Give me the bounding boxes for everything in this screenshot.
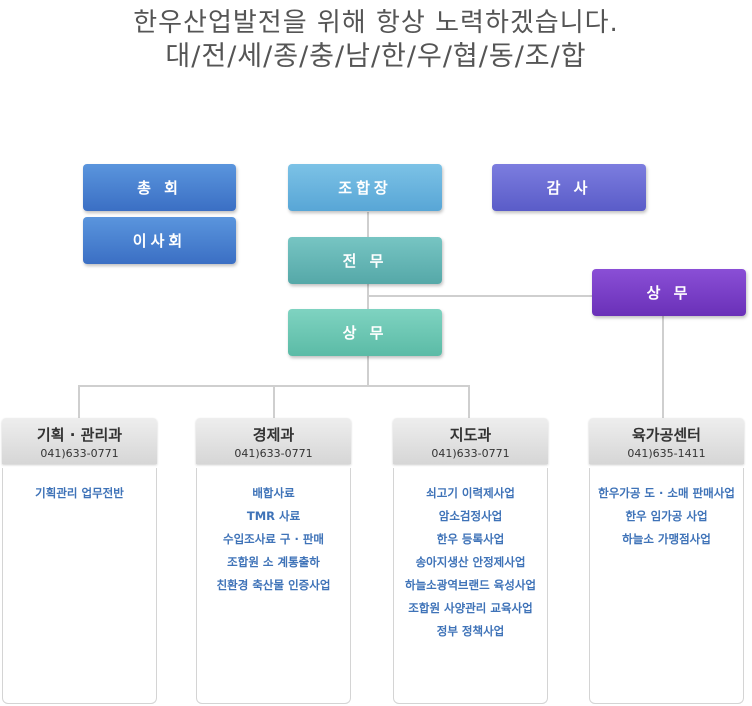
auditor-box: 감 사 (492, 164, 646, 211)
dept-header: 지도과 041)633-0771 (393, 418, 548, 464)
dept-task-list: 쇠고기 이력제사업 암소검정사업 한우 등록사업 송아지생산 안정제사업 하늘소… (393, 468, 548, 704)
task-item: 송아지생산 안정제사업 (415, 555, 526, 569)
task-item: 배합사료 (252, 486, 295, 500)
connector-center-vertical (367, 212, 369, 386)
task-item: 기획관리 업무전반 (35, 486, 124, 500)
chairman-box: 조합장 (288, 164, 442, 211)
connector-dept3 (468, 385, 470, 418)
task-item: 암소검정사업 (438, 509, 503, 523)
dept-phone: 041)633-0771 (431, 447, 510, 460)
dept-header: 경제과 041)633-0771 (196, 418, 351, 464)
task-item: 한우 등록사업 (436, 532, 505, 546)
executive-director-box: 전 무 (288, 237, 442, 284)
task-item: 친환경 축산물 인증사업 (216, 578, 331, 592)
general-assembly-box: 총 회 (83, 164, 236, 211)
dept-name: 경제과 (252, 426, 295, 444)
dept-economy: 경제과 041)633-0771 배합사료 TMR 사료 수입조사료 구 · 판… (196, 418, 351, 704)
dept-name: 기획 · 관리과 (36, 426, 123, 444)
task-item: TMR 사료 (246, 509, 301, 523)
task-item: 한우가공 도 · 소매 판매사업 (598, 486, 735, 500)
managing-director-box: 상 무 (288, 309, 442, 356)
dept-phone: 041)633-0771 (234, 447, 313, 460)
task-item: 한우 임가공 사업 (625, 509, 708, 523)
slogan-line-1: 한우산업발전을 위해 항상 노력하겠습니다. (133, 8, 619, 38)
board-box: 이사회 (83, 217, 236, 264)
connector-dept1 (78, 385, 80, 418)
dept-name: 지도과 (449, 426, 492, 444)
dept-task-list: 배합사료 TMR 사료 수입조사료 구 · 판매 조합원 소 계통출하 친환경 … (196, 468, 351, 704)
dept-phone: 041)635-1411 (627, 447, 706, 460)
connector-side-horizontal (368, 295, 592, 297)
dept-task-list: 기획관리 업무전반 (2, 468, 157, 704)
slogan-line-2: 대/전/세/종/충/남/한/우/협/동/조/합 (165, 41, 587, 72)
task-item: 수입조사료 구 · 판매 (222, 532, 325, 546)
connector-dept2 (273, 385, 275, 418)
dept-meat-processing: 육가공센터 041)635-1411 한우가공 도 · 소매 판매사업 한우 임… (589, 418, 744, 704)
connector-side-vertical (662, 316, 664, 418)
task-item: 하늘소 가맹점사업 (622, 532, 711, 546)
dept-task-list: 한우가공 도 · 소매 판매사업 한우 임가공 사업 하늘소 가맹점사업 (589, 468, 744, 704)
dept-name: 육가공센터 (631, 426, 701, 444)
task-item: 조합원 사양관리 교육사업 (408, 601, 533, 615)
dept-header: 기획 · 관리과 041)633-0771 (2, 418, 157, 464)
task-item: 조합원 소 계통출하 (227, 555, 320, 569)
dept-header: 육가공센터 041)635-1411 (589, 418, 744, 464)
dept-planning: 기획 · 관리과 041)633-0771 기획관리 업무전반 (2, 418, 157, 704)
task-item: 하늘소광역브랜드 육성사업 (405, 578, 536, 592)
managing-director-side-box: 상 무 (592, 269, 746, 316)
task-item: 정부 정책사업 (436, 624, 505, 638)
dept-phone: 041)633-0771 (40, 447, 119, 460)
task-item: 쇠고기 이력제사업 (426, 486, 515, 500)
dept-guidance: 지도과 041)633-0771 쇠고기 이력제사업 암소검정사업 한우 등록사… (393, 418, 548, 704)
